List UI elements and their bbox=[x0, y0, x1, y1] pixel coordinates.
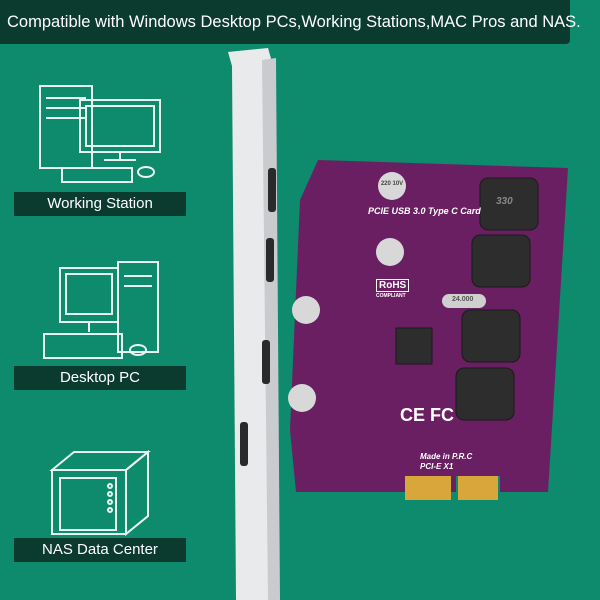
inductor bbox=[479, 177, 539, 231]
controller-chip bbox=[395, 327, 433, 365]
usb-c-port bbox=[262, 340, 270, 384]
card-title: PCIE USB 3.0 Type C Card bbox=[368, 206, 481, 216]
working-station-label: Working Station bbox=[14, 192, 186, 216]
ce-fc-mark: CE FC bbox=[400, 405, 454, 425]
rohs-compliant: COMPLIANT bbox=[376, 293, 406, 299]
workstation-icon bbox=[39, 85, 161, 183]
rohs-mark: RoHS bbox=[376, 279, 410, 292]
gold-fingers bbox=[458, 476, 498, 500]
pcb-board bbox=[288, 160, 568, 500]
inductor bbox=[455, 367, 515, 421]
interface-text: PCI-E X1 bbox=[420, 462, 454, 471]
inductor bbox=[471, 234, 531, 288]
usb-c-port bbox=[266, 238, 274, 282]
nas-data-center-label: NAS Data Center bbox=[14, 538, 186, 562]
made-in-text: Made in P.R.C bbox=[420, 452, 473, 461]
inductor bbox=[461, 309, 521, 363]
compatibility-banner: Compatible with Windows Desktop PCs,Work… bbox=[0, 0, 581, 44]
desktop-pc-label: Desktop PC bbox=[14, 366, 186, 390]
crystal bbox=[442, 294, 486, 308]
nas-icon bbox=[49, 449, 151, 537]
inductor-value: 330 bbox=[496, 196, 513, 207]
usb-c-port bbox=[240, 422, 248, 466]
desktop-pc-icon bbox=[43, 261, 159, 359]
metal-bracket bbox=[228, 48, 280, 600]
gold-fingers bbox=[405, 476, 451, 500]
usb-c-port bbox=[268, 168, 276, 212]
capacitor-value: 220 10V bbox=[380, 181, 404, 187]
crystal-value: 24.000 bbox=[452, 296, 474, 303]
